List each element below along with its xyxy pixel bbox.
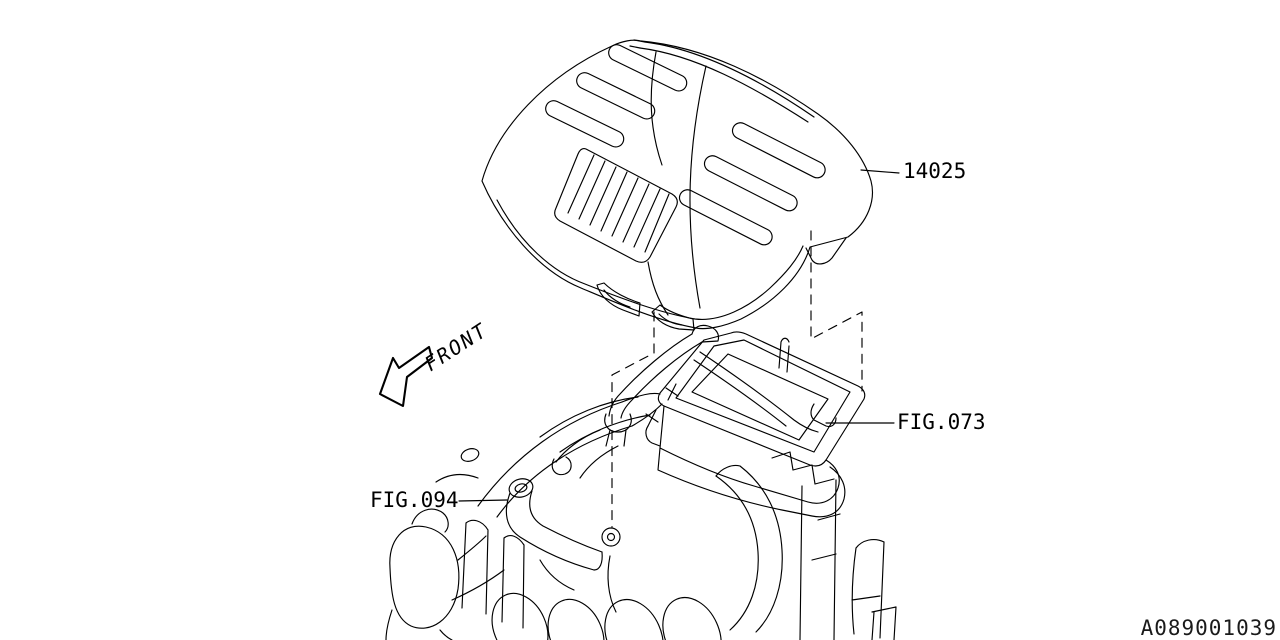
cover-outline bbox=[481, 39, 873, 330]
engine-detail bbox=[451, 569, 505, 601]
part-number-label: 14025 bbox=[903, 159, 967, 183]
dashed-alignment-line bbox=[810, 230, 863, 392]
engine-block-lines bbox=[799, 479, 837, 640]
manifold-arm bbox=[496, 425, 633, 518]
pulley-blob bbox=[411, 508, 449, 533]
drawing-id-label: A089001039 bbox=[1140, 616, 1277, 640]
bolt-circle bbox=[601, 527, 621, 547]
cover-ridge bbox=[644, 41, 815, 118]
air-cleaner-lid-panel bbox=[691, 353, 829, 441]
manifold-ridge bbox=[539, 396, 639, 438]
bolt-tick bbox=[665, 383, 679, 401]
runner-bell bbox=[491, 592, 549, 640]
bracket-strap bbox=[620, 341, 703, 419]
fig-094-label: FIG.094 bbox=[370, 488, 459, 512]
cover-foot bbox=[596, 282, 641, 317]
pulley-blob bbox=[385, 609, 453, 640]
pipe-body bbox=[505, 492, 595, 571]
engine-cover-drawing bbox=[481, 39, 873, 331]
cover-slat bbox=[678, 189, 773, 246]
engine-block-lines bbox=[771, 451, 835, 485]
cover-foot bbox=[658, 313, 683, 326]
vent-grille-lines bbox=[567, 154, 670, 253]
cover-foot bbox=[603, 289, 631, 308]
cover-slat bbox=[545, 100, 625, 148]
air-cleaner-lid bbox=[657, 331, 866, 467]
engine-detail bbox=[435, 473, 479, 483]
latch-clip bbox=[645, 425, 661, 447]
cover-center-band bbox=[647, 261, 669, 316]
bracket-foot bbox=[605, 429, 627, 447]
leader-line-14025 bbox=[860, 169, 900, 174]
bracket-strap bbox=[608, 333, 693, 417]
runner-stem bbox=[461, 519, 489, 615]
manifold-arm bbox=[621, 392, 663, 427]
bolt-circle bbox=[606, 532, 616, 542]
engine-detail bbox=[539, 559, 575, 591]
bracket-hook bbox=[691, 324, 720, 343]
pipe-opening bbox=[508, 478, 534, 498]
bracket-bar bbox=[693, 359, 787, 427]
manifold-slot bbox=[551, 456, 572, 476]
manifold-ridge bbox=[559, 414, 651, 453]
runner-pipe bbox=[715, 464, 741, 477]
pulley-blob bbox=[389, 525, 460, 629]
fig-073-label: FIG.073 bbox=[897, 410, 986, 434]
manifold-knob bbox=[460, 448, 480, 462]
runner-bell bbox=[547, 598, 605, 640]
cover-foot bbox=[651, 304, 695, 331]
bracket-foot bbox=[604, 413, 632, 433]
cover-slat bbox=[703, 155, 798, 212]
manifold-arm bbox=[477, 401, 623, 507]
dashed-alignment-lines bbox=[611, 230, 863, 528]
runner-pipe bbox=[739, 465, 783, 633]
engine-detail bbox=[457, 535, 487, 561]
engine-block-lines bbox=[811, 513, 841, 561]
engine-detail bbox=[607, 555, 617, 613]
pipe-body bbox=[529, 490, 603, 553]
leader-lines bbox=[458, 169, 900, 502]
bracket-post bbox=[778, 337, 790, 373]
hose-line bbox=[579, 445, 619, 479]
cover-center-band bbox=[689, 65, 707, 309]
runner-bell bbox=[662, 597, 722, 640]
cover-step-notch bbox=[805, 237, 847, 265]
air-cleaner-drawing bbox=[555, 324, 866, 518]
engine-block-lines bbox=[871, 606, 897, 640]
leader-line-fig094 bbox=[458, 499, 508, 502]
cover-ridge bbox=[639, 47, 809, 123]
runner-pipe bbox=[715, 475, 759, 631]
runner-bell bbox=[604, 599, 664, 640]
bracket-bar bbox=[699, 351, 819, 433]
front-direction-arrow-icon bbox=[378, 345, 434, 408]
engine-block-lines bbox=[851, 539, 885, 639]
cover-inner-rim bbox=[496, 199, 804, 320]
air-cleaner-body bbox=[657, 447, 846, 518]
vent-grille-window bbox=[554, 147, 678, 263]
air-cleaner-lid-rim bbox=[675, 339, 851, 453]
intake-manifold-drawing bbox=[385, 392, 897, 640]
cover-slat bbox=[608, 44, 688, 92]
cover-center-band bbox=[650, 51, 663, 166]
cover-slat bbox=[731, 122, 826, 179]
pipe-opening bbox=[514, 483, 528, 493]
cover-slat bbox=[576, 72, 656, 120]
pipe-body bbox=[593, 551, 603, 571]
cover-ridge bbox=[629, 39, 646, 49]
runner-stem bbox=[501, 535, 525, 629]
dashed-alignment-line bbox=[611, 311, 655, 528]
